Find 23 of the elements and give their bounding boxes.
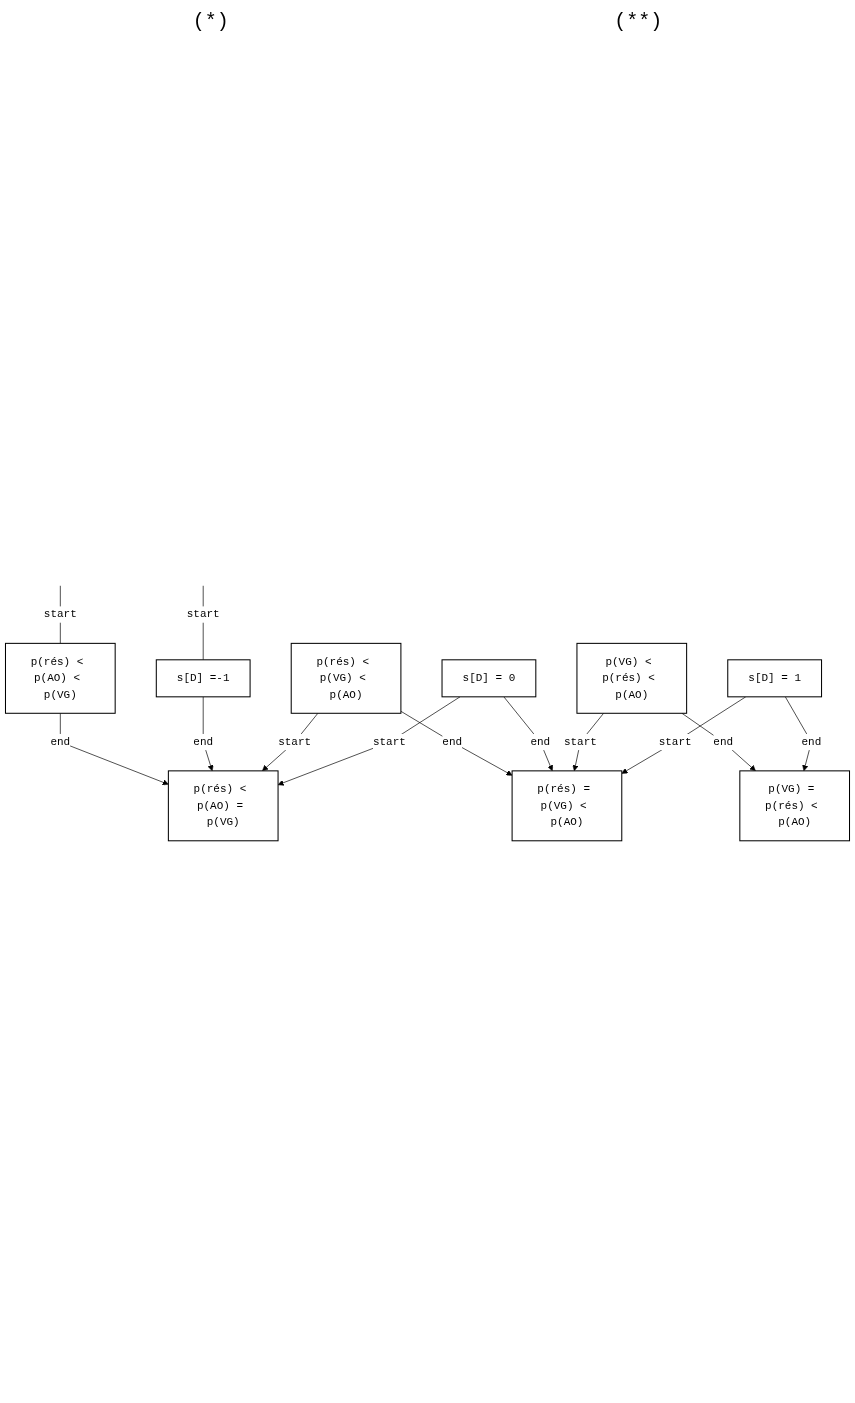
edge-label: start xyxy=(658,735,692,749)
column-heading: (*) xyxy=(192,10,229,33)
node-box: s[D] =-1 xyxy=(155,659,251,698)
edge-label: end xyxy=(801,735,822,749)
node-box: p(rés) < p(AO) < p(VG) xyxy=(4,642,116,714)
node-box: p(VG) = p(rés) < p(AO) xyxy=(739,770,851,842)
edge-label: end xyxy=(713,735,734,749)
node-box: p(rés) = p(VG) < p(AO) xyxy=(511,770,623,842)
column-heading: (**) xyxy=(614,10,663,33)
node-box: p(VG) < p(rés) < p(AO) xyxy=(576,642,688,714)
node-box: p(rés) < p(AO) = p(VG) xyxy=(167,770,279,842)
edge-label: start xyxy=(372,735,406,749)
node-box: s[D] = 0 xyxy=(441,659,537,698)
node-box: p(rés) < p(VG) < p(AO) xyxy=(290,642,402,714)
edge-label: start xyxy=(563,735,597,749)
edge-label: start xyxy=(278,735,312,749)
edge-label: end xyxy=(530,735,551,749)
edge-label: end xyxy=(442,735,463,749)
node-box: s[D] = 1 xyxy=(727,659,823,698)
edge-label: end xyxy=(193,735,214,749)
edge-label: end xyxy=(50,735,71,749)
edge-label: start xyxy=(43,608,77,621)
edge-label: start xyxy=(186,608,220,621)
